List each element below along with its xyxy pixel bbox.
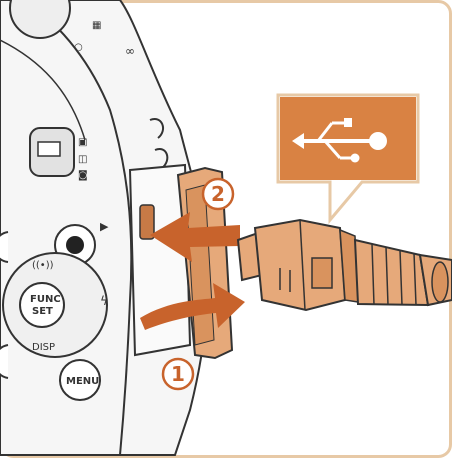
menu-label: MENU <box>66 376 99 387</box>
step-2-badge: 2 <box>203 179 233 209</box>
speaker-icon: ∞ <box>125 44 135 58</box>
func-label: FUNC <box>30 294 61 305</box>
func-set-button[interactable] <box>20 283 64 327</box>
dial-mark-icon: ▦ <box>92 20 101 31</box>
usb-port <box>140 205 154 239</box>
disp-label: DISP <box>32 342 55 353</box>
set-label: SET <box>32 306 53 317</box>
svg-text:1: 1 <box>171 362 185 386</box>
camera-mode-icon: ◙ <box>78 170 88 181</box>
movie-icon: ▶ <box>100 220 109 233</box>
svg-text:2: 2 <box>211 182 225 206</box>
wifi-icon: ((•)) <box>32 260 54 271</box>
flash-icon: ϟ <box>100 294 108 308</box>
dial-q-mark: ○ <box>74 42 83 53</box>
hybrid-mode-icon: ◫ <box>78 154 87 165</box>
step-1-badge: 1 <box>163 359 193 389</box>
auto-mode-icon: ▣ <box>78 137 87 148</box>
